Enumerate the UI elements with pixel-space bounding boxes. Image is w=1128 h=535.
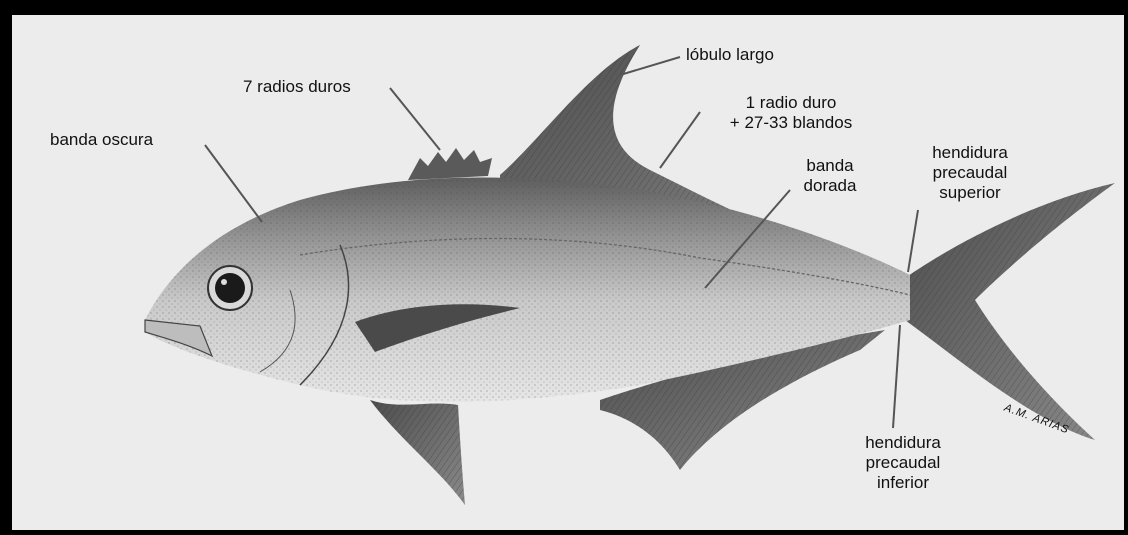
label-radios-duros: 7 radios duros bbox=[243, 77, 351, 97]
label-banda-dorada-line2: dorada bbox=[790, 176, 870, 196]
label-banda-dorada-line1: banda bbox=[790, 156, 870, 176]
label-hendidura-sup-line2: precaudal bbox=[915, 163, 1025, 183]
label-banda-oscura: banda oscura bbox=[50, 130, 153, 150]
label-banda-dorada: banda dorada bbox=[790, 156, 870, 196]
label-lobulo-largo: lóbulo largo bbox=[686, 45, 774, 65]
label-radio-duro-blandos: 1 radio duro + 27-33 blandos bbox=[706, 93, 876, 133]
label-radio-duro-line1: 1 radio duro bbox=[706, 93, 876, 113]
label-hendidura-sup-line3: superior bbox=[915, 183, 1025, 203]
label-hendidura-inferior: hendidura precaudal inferior bbox=[848, 433, 958, 493]
first-dorsal-fin bbox=[408, 148, 492, 180]
label-hendidura-inf-line1: hendidura bbox=[848, 433, 958, 453]
label-hendidura-superior: hendidura precaudal superior bbox=[915, 143, 1025, 203]
label-hendidura-inf-line2: precaudal bbox=[848, 453, 958, 473]
label-hendidura-sup-line1: hendidura bbox=[915, 143, 1025, 163]
label-hendidura-inf-line3: inferior bbox=[848, 473, 958, 493]
label-radio-duro-line2: + 27-33 blandos bbox=[706, 113, 876, 133]
